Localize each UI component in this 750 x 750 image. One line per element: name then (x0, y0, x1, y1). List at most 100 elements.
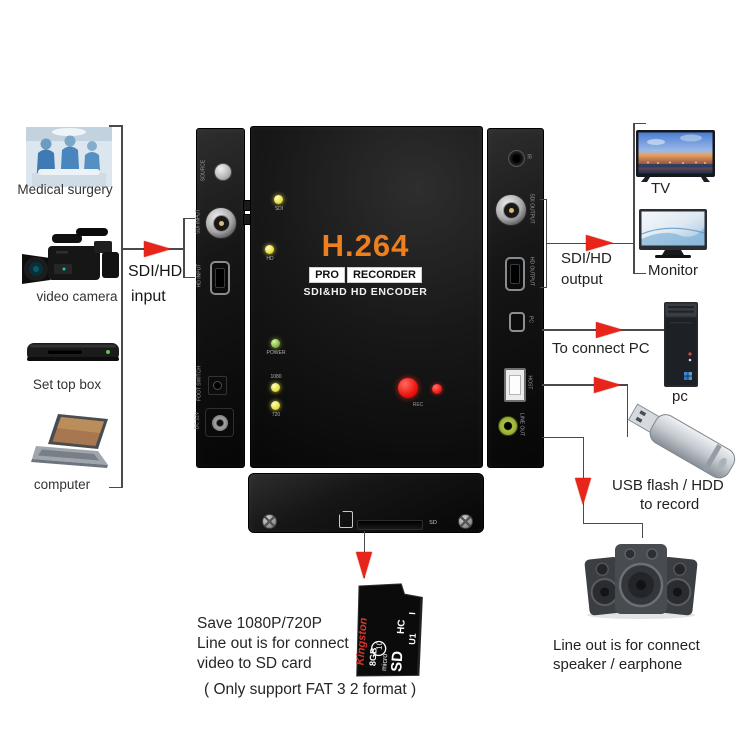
set-top-box-label: Set top box (32, 377, 102, 392)
note-line3: video to SD card (197, 655, 312, 672)
line-out-port-label: LINE OUT (518, 412, 525, 437)
input-bracket-stub-bottom (183, 276, 195, 278)
note-line2: Line out is for connect (197, 635, 349, 652)
input-caption-line1: SDI/HD (128, 263, 183, 280)
input-bracket-line (183, 218, 185, 278)
lineout-stub-line (542, 436, 584, 438)
arrow-right-usb-icon (594, 377, 621, 393)
display-bracket-line (633, 123, 635, 274)
hd-led-label: HD (266, 256, 274, 262)
pc-port-label: PC (527, 316, 534, 323)
sdi-led (274, 195, 283, 204)
monitor-image (639, 209, 707, 258)
hd-input-port-label: HD INPUT (196, 263, 203, 288)
sd-card-bus: I (407, 612, 417, 615)
hd-input-hdmi-port (210, 261, 230, 295)
display-bracket-stub-bottom (634, 272, 646, 274)
note-line1: Save 1080P/720P (197, 615, 322, 632)
sdi-output-bnc-connector (495, 194, 527, 226)
pc-mini-usb-port (509, 312, 525, 332)
pro-badge: PRO (309, 267, 345, 283)
arrow-right-output-icon (586, 235, 613, 251)
foot-switch-jack (208, 376, 227, 395)
screw-icon (262, 514, 277, 529)
encoder-right-side-panel (487, 128, 544, 468)
sdi-output-port-label: SDI OUTPUT (528, 193, 535, 224)
medical-surgery-image (26, 127, 112, 187)
output-bracket-stub-top (540, 198, 547, 200)
sd-card-class: 10 (375, 640, 385, 650)
led-720-label: 720 (271, 412, 281, 418)
sd-card-uhs: U1 (407, 633, 418, 645)
lineout-end-line (641, 523, 643, 538)
tv-label: TV (651, 180, 671, 197)
sd-card-brand: Kingston (354, 617, 369, 666)
usb-caption-line1: USB flash / HDD (612, 477, 724, 494)
set-top-box-image (27, 343, 119, 361)
brand-title: H.264 (321, 228, 410, 263)
brand-subtitle: SDI&HD HD ENCODER (303, 286, 428, 298)
encoder-front-panel (250, 126, 483, 468)
sd-card-slot (357, 520, 423, 530)
arrow-right-pc-icon (596, 322, 623, 338)
dc-power-port-label: DC 12V (194, 411, 201, 430)
usb-flash-drive-image (622, 395, 742, 485)
sd-card-icon (339, 511, 353, 528)
hd-output-hdmi-port (505, 257, 525, 291)
sd-card-type-micro: micro (381, 654, 389, 672)
sd-slot-label: SD (429, 520, 437, 526)
note-line4: ( Only support FAT 3 2 format ) (204, 681, 417, 698)
power-led (271, 339, 280, 348)
sdi-input-bnc-connector (205, 207, 237, 239)
hd-output-port-label: HD OUTPUT (528, 256, 535, 287)
usb-drop-line (626, 384, 628, 437)
output-bracket-stub-bottom (540, 286, 547, 288)
rec-button (398, 378, 418, 398)
sd-card-capacity: 8GB (367, 647, 378, 667)
left-bracket-stub-top (109, 125, 122, 127)
recorder-badge: RECORDER (346, 267, 422, 283)
rec-led (432, 384, 442, 394)
display-bracket-stub-top (634, 122, 646, 124)
line-out-jack (498, 416, 518, 436)
ir-jack (508, 150, 525, 167)
screw-icon (458, 514, 473, 529)
source-button (214, 163, 232, 181)
sd-card-type-sd: SD (388, 650, 406, 672)
medical-surgery-label: Medical surgery (17, 182, 113, 197)
sdi-led-label: SDI (274, 206, 284, 212)
sd-card-type-hc: HC (396, 619, 408, 634)
speaker-caption-line1: Line out is for connect (553, 637, 700, 654)
lineout-cross-line (583, 522, 643, 524)
arrow-down-sd-icon (356, 552, 372, 579)
arrow-down-speaker-icon (575, 478, 591, 505)
speakers-image (584, 544, 698, 619)
arrow-right-input-icon (144, 241, 171, 257)
pc-tower-image (664, 302, 698, 387)
ir-port-label: IR (525, 154, 532, 159)
output-caption-line2: output (561, 271, 603, 288)
usb-arrow-line (542, 384, 628, 386)
tv-image (636, 130, 715, 182)
source-port-label: SOURCE (200, 159, 207, 182)
left-bracket-stub-bottom (109, 486, 122, 488)
pc-label: pc (672, 388, 688, 405)
host-usb-port (504, 368, 526, 402)
host-port-label: HOST (526, 375, 533, 390)
computer-label: computer (33, 477, 91, 492)
computer-image (31, 414, 108, 468)
left-bracket-line (121, 125, 123, 488)
hd-led (265, 245, 274, 254)
speaker-caption-line2: speaker / earphone (553, 656, 683, 673)
led-1080-label: 1080 (270, 374, 282, 380)
output-caption-line1: SDI/HD (561, 250, 612, 267)
pc-caption: To connect PC (552, 340, 650, 357)
dc-power-jack (205, 408, 234, 437)
led-720 (271, 401, 280, 410)
rec-label: REC (412, 402, 424, 408)
foot-switch-port-label: FOOT SWITCH (196, 366, 203, 401)
usb-caption-line2: to record (640, 496, 700, 513)
video-camera-label: video camera (36, 289, 118, 304)
